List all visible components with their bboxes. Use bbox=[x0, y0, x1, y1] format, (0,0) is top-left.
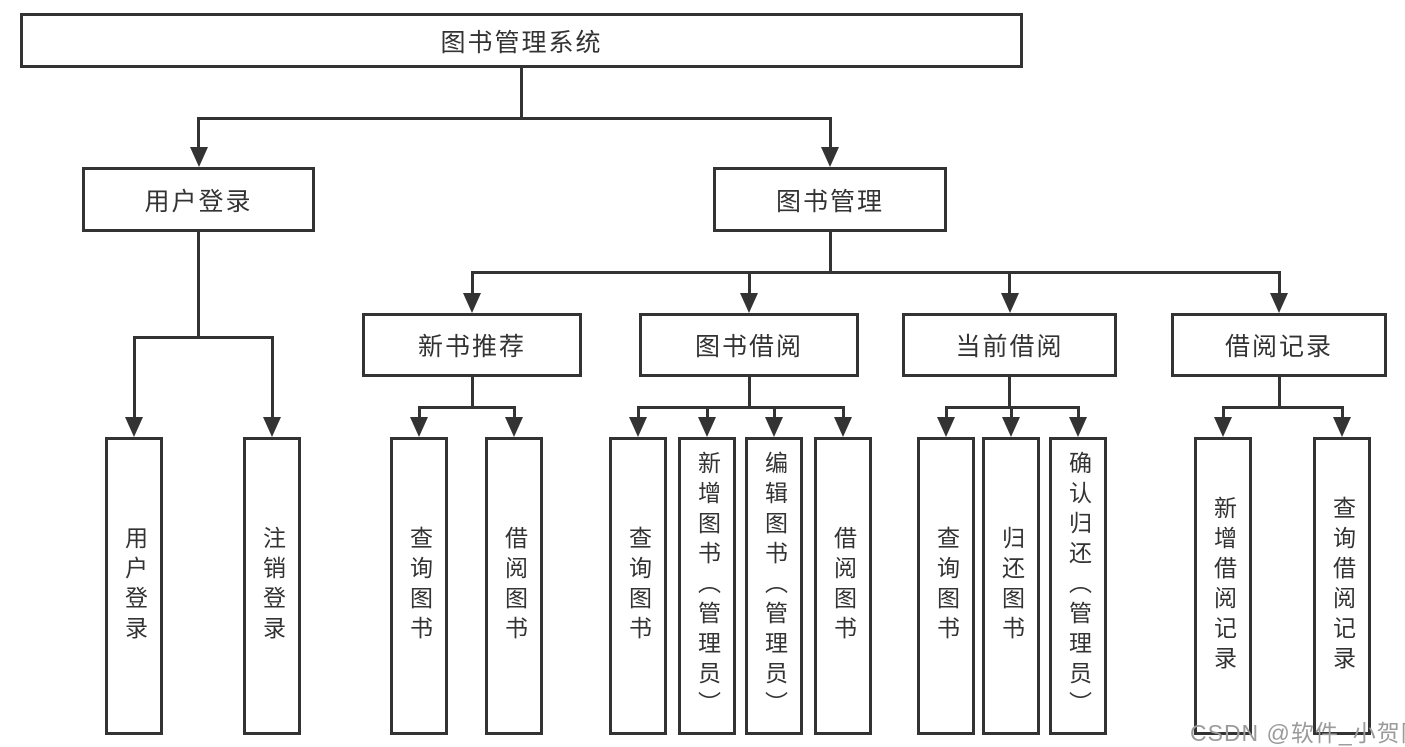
connector-user-login-distributor bbox=[132, 336, 274, 339]
leaf-confirm-return-admin: 确认归还（管理员） bbox=[1049, 437, 1107, 735]
arrow-to-new-book-recommend bbox=[463, 271, 481, 313]
leaf-add-borrow-record-label: 新增借阅记录 bbox=[1210, 496, 1237, 676]
leaf-add-books-admin-label: 新增图书（管理员） bbox=[694, 451, 721, 721]
leaf-recommend-query-books: 查询图书 bbox=[390, 437, 448, 735]
node-book-borrow: 图书借阅 bbox=[639, 313, 859, 377]
arrow-to-current-query-books bbox=[937, 406, 955, 437]
leaf-logout-label: 注销登录 bbox=[259, 526, 286, 646]
leaf-query-borrow-record: 查询借阅记录 bbox=[1313, 437, 1371, 735]
connector-recommend-distributor bbox=[417, 406, 516, 409]
arrow-to-borrow-query-books bbox=[629, 406, 647, 437]
arrow-to-add-borrow-record bbox=[1214, 406, 1232, 437]
leaf-borrow-books-label: 借阅图书 bbox=[830, 526, 857, 646]
csdn-watermark: CSDN @软件_小贺同学 bbox=[1190, 720, 1405, 746]
arrow-to-query-borrow-record bbox=[1333, 406, 1351, 437]
connector-borrow-distributor bbox=[636, 406, 845, 409]
leaf-recommend-borrow-books: 借阅图书 bbox=[485, 437, 543, 735]
leaf-add-books-admin: 新增图书（管理员） bbox=[678, 437, 736, 735]
connector-records-distributor bbox=[1221, 406, 1344, 409]
arrow-to-add-books bbox=[698, 406, 716, 437]
leaf-confirm-return-admin-label: 确认归还（管理员） bbox=[1065, 451, 1092, 721]
node-current-borrow: 当前借阅 bbox=[902, 313, 1117, 377]
arrow-to-leaf-logout bbox=[263, 336, 281, 437]
connector-current-stem bbox=[1008, 377, 1011, 408]
leaf-current-query-books-label: 查询图书 bbox=[933, 526, 960, 646]
node-new-book-recommend: 新书推荐 bbox=[362, 313, 582, 377]
leaf-borrow-books: 借阅图书 bbox=[814, 437, 872, 735]
connector-book-management-stem bbox=[828, 232, 832, 273]
node-user-login: 用户登录 bbox=[82, 167, 315, 232]
leaf-borrow-query-books: 查询图书 bbox=[609, 437, 667, 735]
connector-level2-distributor bbox=[197, 117, 831, 120]
leaf-borrow-query-books-label: 查询图书 bbox=[625, 526, 652, 646]
connector-root-stem bbox=[519, 68, 523, 117]
leaf-edit-books-admin-label: 编辑图书（管理员） bbox=[761, 451, 788, 721]
leaf-return-books: 归还图书 bbox=[982, 437, 1040, 735]
node-book-management: 图书管理 bbox=[713, 167, 947, 232]
leaf-current-query-books: 查询图书 bbox=[917, 437, 975, 735]
connector-recommend-stem bbox=[470, 377, 474, 408]
arrow-to-leaf-user-login bbox=[125, 336, 143, 437]
arrow-to-book-management bbox=[821, 117, 839, 167]
leaf-user-login-label: 用户登录 bbox=[121, 526, 148, 646]
leaf-user-login: 用户登录 bbox=[105, 437, 163, 735]
leaf-recommend-query-books-label: 查询图书 bbox=[406, 526, 433, 646]
leaf-logout: 注销登录 bbox=[243, 437, 301, 735]
arrow-to-edit-books bbox=[765, 406, 783, 437]
arrow-to-current-borrow bbox=[1000, 271, 1019, 313]
arrow-to-book-borrow bbox=[740, 271, 758, 313]
leaf-query-borrow-record-label: 查询借阅记录 bbox=[1329, 496, 1356, 676]
arrow-to-return-books bbox=[1002, 406, 1020, 437]
arrow-to-confirm-return bbox=[1069, 406, 1087, 437]
connector-user-login-stem bbox=[197, 232, 200, 336]
leaf-recommend-borrow-books-label: 借阅图书 bbox=[501, 526, 528, 646]
leaf-return-books-label: 归还图书 bbox=[998, 526, 1025, 646]
node-borrow-records: 借阅记录 bbox=[1171, 313, 1387, 377]
arrow-to-borrow-records bbox=[1270, 271, 1288, 313]
connector-borrow-stem bbox=[747, 377, 751, 408]
node-library-management-system: 图书管理系统 bbox=[20, 13, 1023, 68]
arrow-to-user-login bbox=[189, 117, 208, 167]
arrow-to-borrow-books bbox=[834, 406, 852, 437]
leaf-add-borrow-record: 新增借阅记录 bbox=[1194, 437, 1252, 735]
connector-records-stem bbox=[1277, 377, 1281, 408]
leaf-edit-books-admin: 编辑图书（管理员） bbox=[745, 437, 803, 735]
connector-level3-distributor bbox=[470, 271, 1281, 274]
arrow-to-recommend-query-books bbox=[410, 406, 428, 437]
arrow-to-recommend-borrow-books bbox=[505, 406, 523, 437]
